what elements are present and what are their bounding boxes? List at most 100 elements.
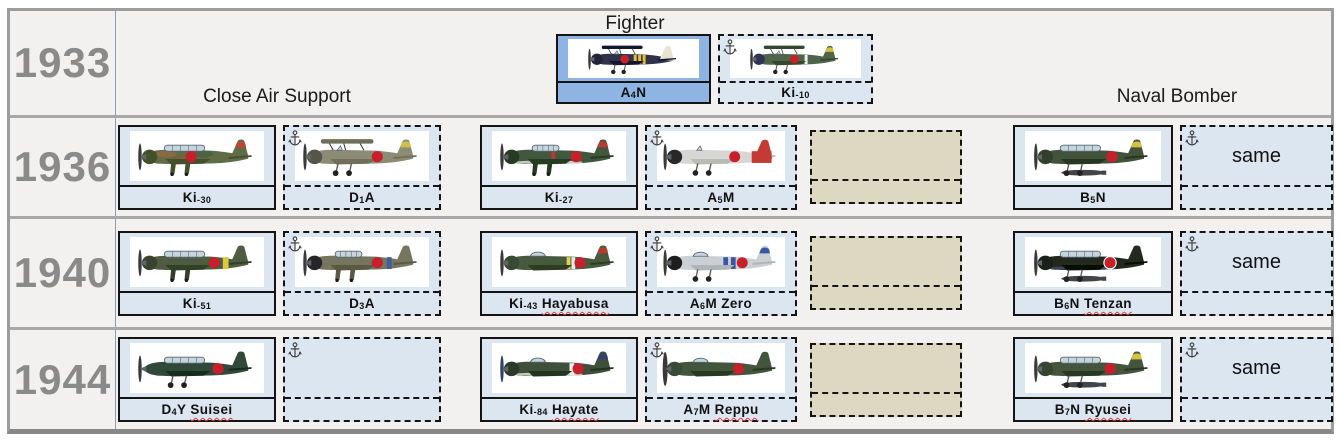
label-subscript: 4 bbox=[171, 407, 178, 417]
label-subscript: -84 bbox=[533, 407, 548, 417]
label-text: Ki bbox=[519, 402, 534, 417]
aircraft-label-placeholder-1940 bbox=[812, 285, 960, 308]
image-background bbox=[492, 343, 626, 393]
aircraft-image-b6n bbox=[1015, 233, 1171, 291]
label-text: Ryusei bbox=[1084, 402, 1132, 417]
label-text: A bbox=[620, 85, 631, 100]
same-card-same-1940: same bbox=[1180, 231, 1333, 316]
label-text: Hayabusa bbox=[541, 296, 609, 311]
label-text: N bbox=[636, 85, 647, 100]
label-text: B bbox=[1054, 296, 1065, 311]
label-text: A bbox=[683, 402, 694, 417]
label-text: B bbox=[1080, 190, 1091, 205]
label-text: Ki bbox=[544, 190, 560, 205]
label-text: N bbox=[1095, 190, 1106, 205]
tan-card-placeholder-1944 bbox=[810, 343, 962, 417]
anchor-icon bbox=[288, 342, 302, 358]
same-card-same-1936: same bbox=[1180, 125, 1333, 210]
image-background bbox=[492, 237, 626, 287]
aircraft-label-same-1940 bbox=[1182, 291, 1331, 314]
aircraft-image-ki-30 bbox=[120, 127, 274, 185]
year-label-1940: 1940 bbox=[13, 249, 112, 296]
aircraft-image-ki-84 bbox=[482, 339, 636, 397]
label-text: D bbox=[161, 402, 172, 417]
image-background bbox=[492, 131, 626, 181]
label-text: M bbox=[722, 190, 735, 205]
tan-cell-body bbox=[812, 345, 960, 392]
label-text: Ki bbox=[781, 85, 796, 100]
aircraft-label-empty-1944 bbox=[285, 397, 439, 420]
empty-card-empty-1944 bbox=[283, 337, 441, 422]
same-text: same bbox=[1232, 144, 1281, 167]
aircraft-label-ki-30: Ki-30 bbox=[120, 185, 274, 208]
label-text: N bbox=[1069, 296, 1084, 311]
label-subscript: 6 bbox=[700, 301, 706, 311]
label-text: Suisei bbox=[190, 402, 233, 417]
image-background bbox=[130, 131, 264, 181]
aircraft-card-ki-27: Ki-27 bbox=[480, 125, 638, 210]
tan-cell-body bbox=[812, 238, 960, 285]
aircraft-label-placeholder-1944 bbox=[812, 392, 960, 415]
row-separator bbox=[10, 216, 1331, 219]
label-text: Ki bbox=[182, 296, 198, 311]
aircraft-image-a6m bbox=[647, 233, 795, 291]
aircraft-image-a5m bbox=[647, 127, 795, 185]
label-text: M Zero bbox=[705, 296, 753, 311]
label-subscript: 6 bbox=[1064, 301, 1070, 311]
year-label-1944: 1944 bbox=[13, 355, 112, 403]
aircraft-image-d4y bbox=[120, 339, 274, 397]
label-text: A bbox=[364, 190, 375, 205]
aircraft-image-ki-43 bbox=[482, 233, 636, 291]
year-column-divider bbox=[115, 11, 116, 429]
same-cell-body: same bbox=[1182, 127, 1331, 185]
aircraft-card-ki-10: Ki-10 bbox=[718, 34, 873, 104]
label-text: B bbox=[1054, 402, 1065, 417]
label-subscript: 7 bbox=[1064, 407, 1071, 417]
label-text: D bbox=[349, 296, 360, 311]
label-text: Reppu bbox=[714, 402, 759, 417]
anchor-icon bbox=[723, 39, 737, 55]
close-air-support-column-header: Close Air Support bbox=[203, 86, 351, 107]
aircraft-label-ki-51: Ki-51 bbox=[120, 291, 274, 314]
image-background bbox=[1025, 237, 1161, 287]
row-separator bbox=[10, 327, 1331, 330]
label-subscript: 4 bbox=[630, 90, 637, 100]
aircraft-image-b7n bbox=[1015, 339, 1171, 397]
same-cell-body: same bbox=[1182, 339, 1331, 397]
same-cell-body: same bbox=[1182, 233, 1331, 291]
year-label-1936: 1936 bbox=[13, 143, 112, 190]
tan-card-placeholder-1940 bbox=[810, 236, 962, 310]
anchor-icon bbox=[288, 130, 302, 146]
image-background bbox=[656, 237, 786, 287]
label-subscript: 7 bbox=[693, 407, 699, 417]
label-text: D bbox=[349, 190, 360, 205]
anchor-icon bbox=[1185, 236, 1199, 252]
tan-card-placeholder-1936 bbox=[810, 130, 962, 204]
image-background bbox=[567, 39, 700, 78]
aircraft-label-placeholder-1936 bbox=[812, 179, 960, 202]
aircraft-image-a7m bbox=[647, 339, 795, 397]
same-card-same-1944: same bbox=[1180, 337, 1333, 422]
aircraft-image-ki-27 bbox=[482, 127, 636, 185]
same-text: same bbox=[1232, 356, 1281, 379]
label-text: A bbox=[689, 296, 701, 311]
label-subscript: -51 bbox=[197, 301, 212, 311]
same-text: same bbox=[1232, 250, 1281, 273]
image-background bbox=[1025, 131, 1161, 181]
label-text: Hayate bbox=[552, 402, 599, 417]
label-text: Ki bbox=[182, 190, 198, 205]
